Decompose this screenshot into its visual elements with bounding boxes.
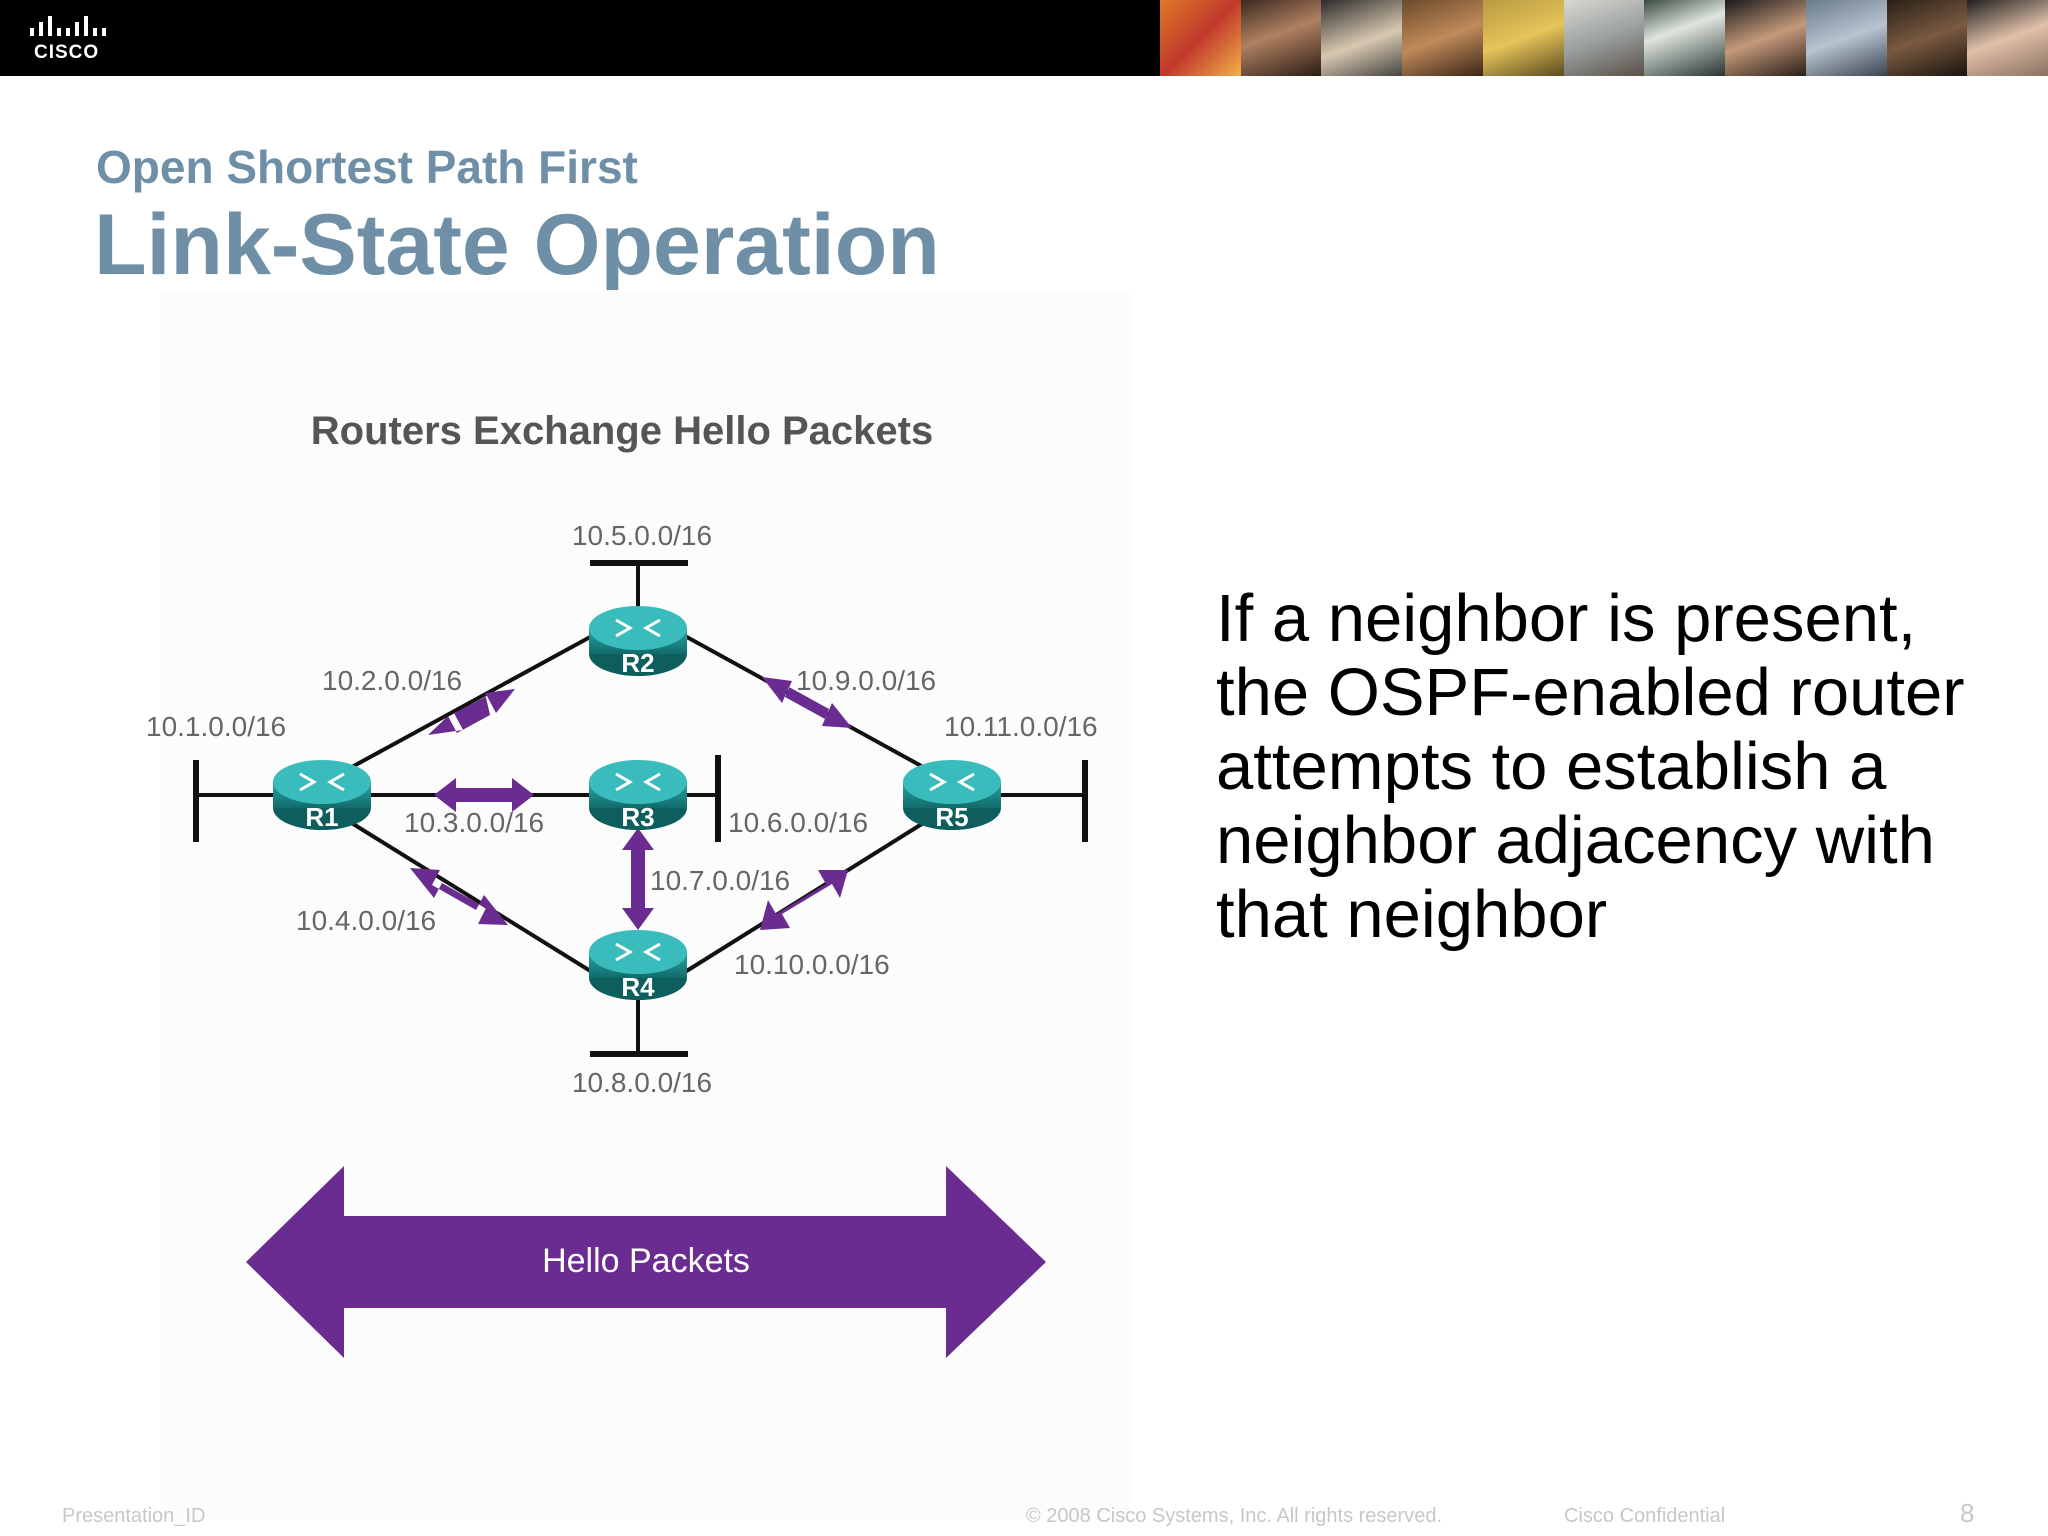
link-r1-r4 — [348, 820, 594, 974]
photo-tile — [1160, 0, 1241, 76]
photo-tile — [1402, 0, 1483, 76]
photo-tile — [1644, 0, 1726, 76]
hello-arrow-r2-r5 — [762, 677, 852, 728]
header-bar: CISCO — [0, 0, 2048, 76]
network-label-10-6: 10.6.0.0/16 — [728, 807, 868, 838]
network-label-10-1: 10.1.0.0/16 — [146, 711, 286, 742]
photo-tile — [1321, 0, 1403, 76]
network-label-10-3: 10.3.0.0/16 — [404, 807, 544, 838]
photo-tile — [1482, 0, 1564, 76]
link-r1-r2 — [349, 634, 593, 770]
hello-arrow-r4-r5 — [760, 870, 848, 930]
hello-packets-legend: Hello Packets — [246, 1166, 1046, 1358]
network-label-10-7: 10.7.0.0/16 — [650, 865, 790, 896]
hello-packets-label: Hello Packets — [542, 1242, 750, 1280]
network-label-10-10: 10.10.0.0/16 — [734, 949, 890, 980]
router-r2: R2 — [589, 606, 687, 678]
hello-arrow-r1-r2 — [428, 689, 515, 735]
hello-packets-arrow — [246, 1166, 1046, 1358]
photo-tile — [1886, 0, 1968, 76]
cisco-wordmark: CISCO — [34, 42, 100, 63]
header-photo-strip — [1160, 0, 2048, 76]
network-label-10-4: 10.4.0.0/16 — [296, 905, 436, 936]
slide-subtitle: Open Shortest Path First — [96, 141, 638, 193]
hello-arrow-r3-r4 — [622, 828, 654, 930]
photo-tile — [1240, 0, 1322, 76]
router-r1: R1 — [273, 760, 371, 832]
network-label-10-5: 10.5.0.0/16 — [572, 520, 712, 551]
photo-tile — [1805, 0, 1887, 76]
hello-arrow-r1-r3 — [434, 778, 534, 812]
router-label-r4: R4 — [621, 972, 655, 1002]
slide-body-text: If a neighbor is present, the OSPF-enabl… — [1216, 581, 1965, 952]
router-label-r2: R2 — [621, 648, 654, 678]
router-label-r1: R1 — [305, 802, 338, 832]
network-label-10-11: 10.11.0.0/16 — [944, 711, 1098, 742]
network-label-10-8: 10.8.0.0/16 — [572, 1067, 712, 1098]
cisco-logo: CISCO — [30, 14, 120, 64]
footer-copyright: © 2008 Cisco Systems, Inc. All rights re… — [1026, 1505, 1443, 1527]
router-r3: R3 — [589, 760, 687, 832]
network-label-10-9: 10.9.0.0/16 — [796, 665, 936, 696]
router-label-r5: R5 — [935, 802, 968, 832]
page-number: 8 — [1960, 1498, 1975, 1528]
router-r4: R4 — [589, 930, 687, 1002]
hello-arrow-r1-r4 — [410, 868, 508, 925]
footer-confidential: Cisco Confidential — [1564, 1505, 1726, 1527]
footer-presentation-id: Presentation_ID — [62, 1505, 206, 1527]
cisco-bars-icon — [30, 16, 106, 36]
photo-tile — [1563, 0, 1645, 76]
router-r5: R5 — [903, 760, 1001, 832]
network-label-10-2: 10.2.0.0/16 — [322, 665, 462, 696]
photo-tile — [1725, 0, 1806, 76]
photo-tile — [1967, 0, 2048, 76]
slide-title: Link-State Operation — [94, 197, 940, 293]
router-label-r3: R3 — [621, 802, 654, 832]
diagram-title: Routers Exchange Hello Packets — [311, 409, 933, 453]
